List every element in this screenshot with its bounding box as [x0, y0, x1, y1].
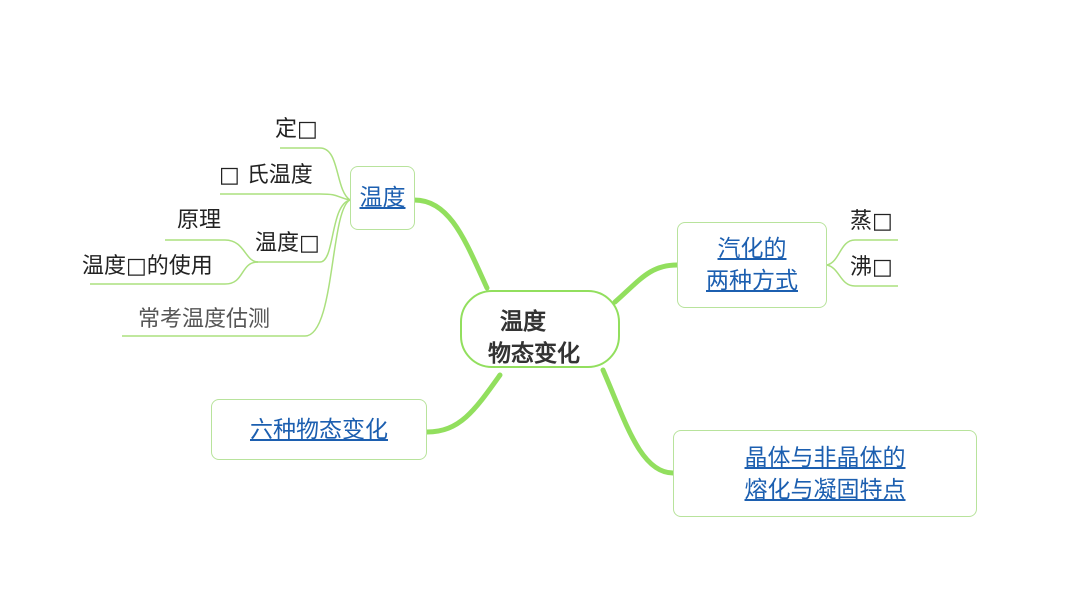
- branch-crystal: [600, 367, 676, 476]
- leaf-fixed-point[interactable]: 定□: [275, 117, 318, 142]
- leaf-thermometer-usage[interactable]: 温度□的使用: [82, 254, 213, 279]
- topic-crystal-line2[interactable]: 熔化与凝固特点: [744, 476, 906, 503]
- leaf-boiling[interactable]: 沸□: [850, 255, 893, 280]
- leaf-celsius[interactable]: □ 氏温度: [219, 163, 313, 188]
- central-topic-line1: 温度: [500, 309, 546, 335]
- branch-temperature: [411, 197, 490, 291]
- topic-crystal[interactable]: 晶体与非晶体的 熔化与凝固特点: [673, 430, 977, 517]
- topic-temperature-link[interactable]: 温度: [359, 185, 406, 211]
- branch-six-changes: [424, 372, 503, 435]
- branch-vaporization: [612, 262, 680, 305]
- topic-vaporization-line1[interactable]: 汽化的: [717, 236, 787, 262]
- leaf-principle[interactable]: 原理: [177, 208, 222, 233]
- topic-crystal-line1[interactable]: 晶体与非晶体的: [744, 444, 906, 471]
- topic-six-changes-link[interactable]: 六种物态变化: [250, 416, 388, 443]
- central-topic[interactable]: 温度 物态变化: [460, 290, 620, 368]
- leaf-thermometer[interactable]: 温度□: [255, 231, 320, 256]
- leaf-evaporation[interactable]: 蒸□: [850, 209, 893, 234]
- topic-vaporization-line2[interactable]: 两种方式: [706, 268, 798, 294]
- central-topic-line2: 物态变化: [488, 341, 580, 367]
- topic-temperature[interactable]: 温度: [350, 166, 415, 230]
- topic-vaporization[interactable]: 汽化的 两种方式: [677, 222, 827, 308]
- leaf-temperature-estimation[interactable]: 常考温度估测: [138, 307, 271, 332]
- topic-six-changes[interactable]: 六种物态变化: [211, 399, 427, 460]
